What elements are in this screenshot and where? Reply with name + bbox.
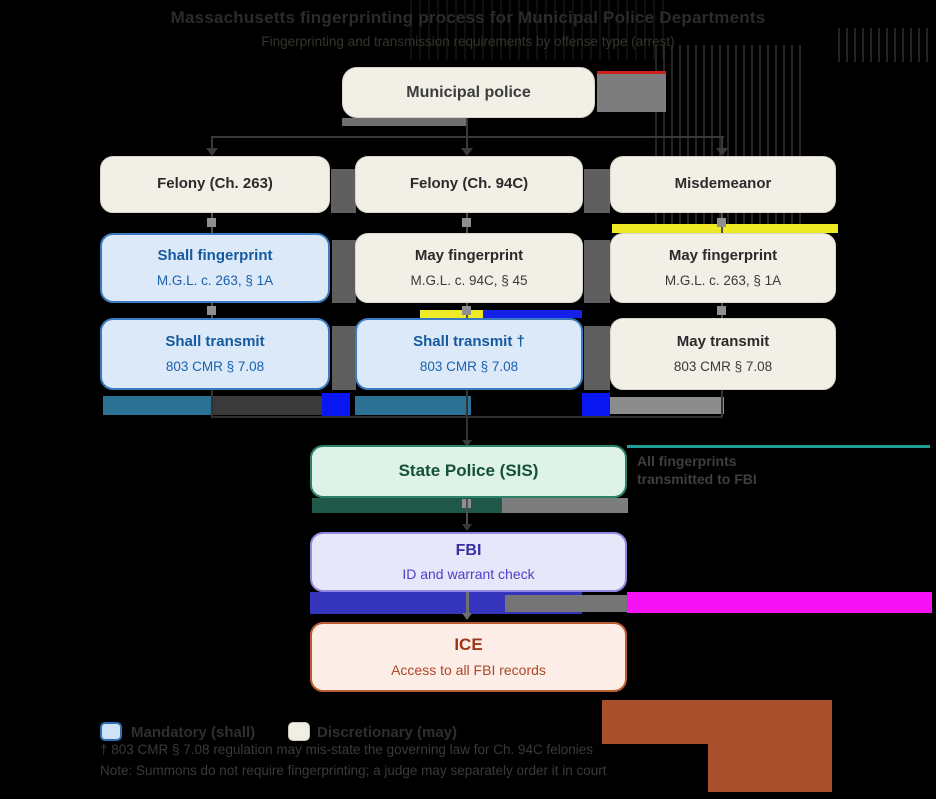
node-ice: ICE Access to all FBI records xyxy=(310,622,627,692)
node-fbi: FBI ID and warrant check xyxy=(310,532,627,592)
connector-line xyxy=(721,390,723,417)
glitch-shadow xyxy=(332,326,356,390)
glitch-shadow xyxy=(332,240,356,303)
glitch-blue-square xyxy=(582,393,610,416)
node-label: Felony (Ch. 263) xyxy=(157,175,273,193)
arrowhead-icon xyxy=(206,148,218,156)
connector-line xyxy=(466,118,468,138)
footnote-dagger: † 803 CMR § 7.08 regulation may mis-stat… xyxy=(100,742,594,757)
glitch-teal-bar xyxy=(355,396,471,415)
node-subtext: Access to all FBI records xyxy=(391,661,546,678)
connector-line xyxy=(211,416,723,418)
node-transmit-shall-94c: Shall transmit † 803 CMR § 7.08 xyxy=(355,318,583,390)
node-offense-misdemeanor: Misdemeanor xyxy=(610,156,836,213)
node-municipal-police: Municipal police xyxy=(342,67,595,118)
node-fingerprint-may-94c: May fingerprint M.G.L. c. 94C, § 45 xyxy=(355,233,583,303)
glitch-shadow xyxy=(584,169,610,213)
glitch-gray-bar xyxy=(610,397,724,414)
node-label: Shall transmit xyxy=(165,333,265,351)
glitch-gray-bar xyxy=(213,396,322,415)
legend-label-mandatory: Mandatory (shall) xyxy=(131,724,256,741)
node-label: Shall fingerprint xyxy=(157,247,273,265)
glitch-shadow xyxy=(584,240,610,303)
node-label: ICE xyxy=(454,635,483,655)
arrowhead-icon xyxy=(716,148,728,156)
glitch-rust-block xyxy=(708,742,832,792)
node-citation: M.G.L. c. 263, § 1A xyxy=(664,272,782,288)
glitch-red-line xyxy=(597,71,666,74)
node-citation: 803 CMR § 7.08 xyxy=(673,358,773,374)
page-title: Massachusetts fingerprinting process for… xyxy=(170,8,766,27)
node-offense-felony-263: Felony (Ch. 263) xyxy=(100,156,330,213)
node-citation: M.G.L. c. 263, § 1A xyxy=(156,272,274,288)
glitch-teal-bar xyxy=(103,396,213,415)
node-state-police-sis: State Police (SIS) xyxy=(310,445,627,498)
node-offense-felony-94c: Felony (Ch. 94C) xyxy=(355,156,583,213)
node-label: State Police (SIS) xyxy=(398,461,539,481)
glitch-blue-bar xyxy=(483,310,582,318)
node-citation: 803 CMR § 7.08 xyxy=(165,358,265,374)
connector-line xyxy=(721,138,723,150)
node-label: Misdemeanor xyxy=(674,175,772,193)
arrowhead-icon xyxy=(462,440,472,447)
glitch-stripes xyxy=(410,0,670,60)
glitch-rust-block xyxy=(602,700,832,744)
node-subtext: ID and warrant check xyxy=(402,565,535,582)
connector-line xyxy=(211,138,213,150)
annotation-line: All fingerprints xyxy=(637,453,737,469)
connector-nub xyxy=(717,306,726,315)
connector-line xyxy=(211,136,724,138)
page-subtitle: Fingerprinting and transmission requirem… xyxy=(261,34,675,49)
node-label: May fingerprint xyxy=(414,247,524,265)
node-citation: 803 CMR § 7.08 xyxy=(419,358,519,374)
node-label: Felony (Ch. 94C) xyxy=(409,175,529,193)
connector-nub xyxy=(207,218,216,227)
footnote-summons: Note: Summons do not require fingerprint… xyxy=(100,763,607,778)
arrowhead-icon xyxy=(462,524,472,531)
annotation-line: transmitted to FBI xyxy=(637,471,757,487)
legend-swatch-mandatory xyxy=(100,722,122,741)
connector-line xyxy=(466,390,468,417)
glitch-shadow xyxy=(331,169,356,213)
sis-annotation: All fingerprints transmitted to FBI xyxy=(637,452,857,488)
legend-label-discretionary: Discretionary (may) xyxy=(317,724,458,741)
connector-nub xyxy=(207,306,216,315)
node-label: May transmit xyxy=(676,333,770,351)
node-fingerprint-may-misd: May fingerprint M.G.L. c. 263, § 1A xyxy=(610,233,836,303)
node-citation: M.G.L. c. 94C, § 45 xyxy=(410,272,528,288)
connector-line xyxy=(466,499,468,526)
glitch-yellow-bar xyxy=(420,310,483,318)
node-label: Shall transmit † xyxy=(413,333,525,351)
glitch-shadow xyxy=(342,118,468,126)
node-label: Municipal police xyxy=(406,83,531,101)
connector-line xyxy=(466,418,468,442)
glitch-yellow-bar xyxy=(612,224,838,233)
legend-swatch-discretionary xyxy=(288,722,310,741)
glitch-blue-square xyxy=(322,393,350,416)
node-label: FBI xyxy=(455,542,482,560)
glitch-shadow xyxy=(584,326,610,390)
connector-line xyxy=(466,138,468,150)
connector-nub xyxy=(462,306,471,315)
connector-nub xyxy=(717,218,726,227)
glitch-stripes xyxy=(838,28,934,62)
connector-nub xyxy=(462,218,471,227)
glitch-shadow xyxy=(312,498,502,513)
glitch-cyan-line xyxy=(627,445,930,448)
node-label: May fingerprint xyxy=(668,247,778,265)
glitch-gray-block xyxy=(597,74,666,112)
node-transmit-shall-263: Shall transmit 803 CMR § 7.08 xyxy=(100,318,330,390)
glitch-shadow xyxy=(502,498,628,513)
glitch-gray-bar xyxy=(505,595,627,612)
glitch-magenta-bar xyxy=(627,592,932,613)
node-transmit-may-misd: May transmit 803 CMR § 7.08 xyxy=(610,318,836,390)
node-fingerprint-shall: Shall fingerprint M.G.L. c. 263, § 1A xyxy=(100,233,330,303)
arrowhead-icon xyxy=(461,148,473,156)
connector-line xyxy=(466,592,469,615)
arrowhead-icon xyxy=(462,613,472,620)
connector-line xyxy=(211,390,213,417)
